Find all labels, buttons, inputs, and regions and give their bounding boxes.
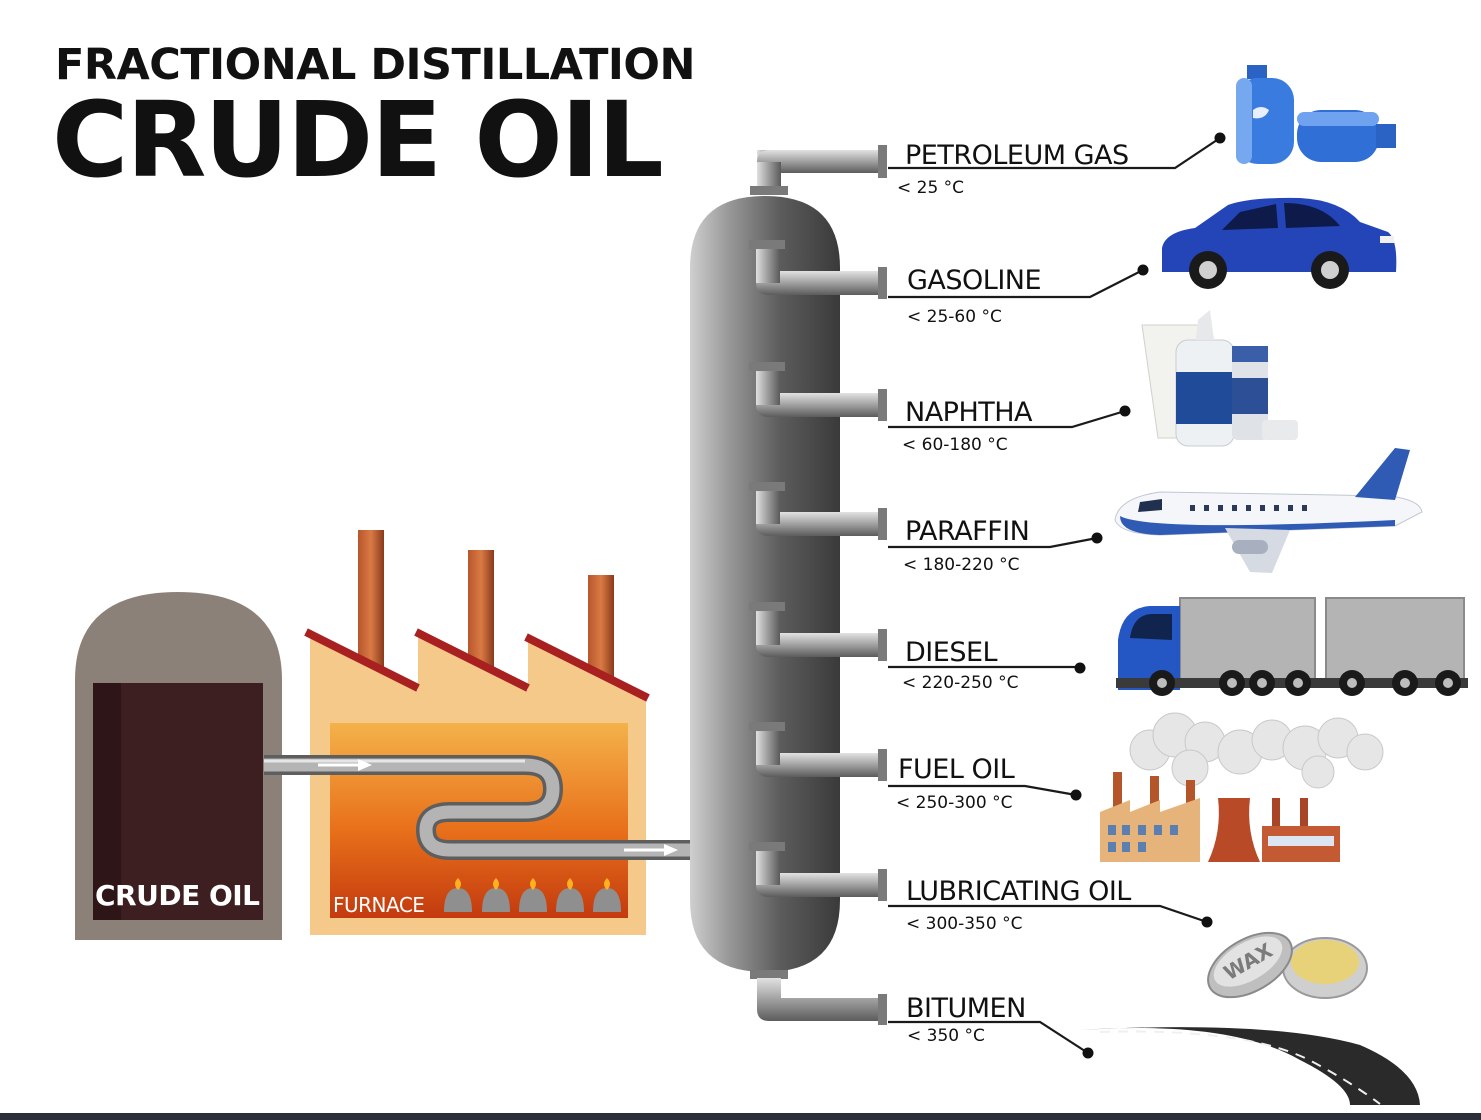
road-icon <box>1080 1027 1420 1105</box>
flow-arrow-2 <box>624 844 678 856</box>
flow-arrow-1 <box>318 759 372 771</box>
leader-line <box>888 269 1144 299</box>
feed-pipe <box>264 755 690 860</box>
product-name: DIESEL <box>905 637 998 668</box>
wax-tin-icon: WAX <box>1207 931 1368 999</box>
leader-line <box>888 904 1208 924</box>
product-temperature: < 250-300 °C <box>896 793 1013 813</box>
product-name: FUEL OIL <box>898 754 1015 785</box>
draw-off-pipe <box>749 362 887 421</box>
bottles-icon <box>1141 310 1298 447</box>
tank-label: CRUDE OIL <box>95 879 260 912</box>
product-temperature: < 25-60 °C <box>907 307 1002 327</box>
leader-dot <box>1070 789 1082 801</box>
product-name: PARAFFIN <box>905 516 1030 547</box>
leader-dot <box>1119 405 1131 417</box>
product-name: GASOLINE <box>907 265 1042 296</box>
leader-dot <box>1091 532 1103 544</box>
burner-row <box>444 878 621 912</box>
title-line-1: FRACTIONAL DISTILLATION <box>55 40 695 90</box>
leader-dot <box>1201 916 1213 928</box>
leader-line <box>888 137 1221 170</box>
title-line-2: CRUDE OIL <box>52 79 664 201</box>
product-temperature: < 25 °C <box>897 178 965 198</box>
product-name: PETROLEUM GAS <box>905 140 1129 171</box>
leader-line <box>888 409 1126 429</box>
leader-line <box>888 784 1077 797</box>
leader-dots <box>1070 132 1226 1059</box>
leader-dot <box>1137 264 1149 276</box>
bottom-bar <box>0 1113 1481 1120</box>
draw-off-pipe <box>749 240 887 299</box>
truck-icon <box>1116 597 1468 696</box>
factory-icon <box>1100 712 1384 862</box>
leader-line <box>888 1020 1089 1054</box>
product-temperature: < 350 °C <box>907 1026 985 1046</box>
chimney-1 <box>358 530 384 680</box>
crude-oil-tank <box>75 592 282 940</box>
leader-line <box>888 536 1098 549</box>
leader-dot <box>1074 662 1086 674</box>
draw-off-pipes <box>749 240 887 901</box>
product-temperature: < 300-350 °C <box>906 914 1023 934</box>
furnace-label: FURNACE <box>333 893 425 917</box>
product-name: LUBRICATING OIL <box>906 876 1131 907</box>
product-name: BITUMEN <box>906 993 1026 1024</box>
product-name: NAPHTHA <box>905 397 1033 428</box>
distillation-tower <box>690 145 887 1025</box>
draw-off-pipe <box>749 482 887 540</box>
leader-dot <box>1214 132 1226 144</box>
leader-dot <box>1082 1047 1094 1059</box>
draw-off-pipe <box>749 722 887 781</box>
draw-off-pipe <box>749 842 887 901</box>
airplane-icon <box>1114 448 1423 573</box>
furnace-building <box>304 530 650 935</box>
gas-cylinder-icon <box>1236 65 1396 164</box>
product-temperature: < 220-250 °C <box>902 673 1019 693</box>
product-temperature: < 180-220 °C <box>903 555 1020 575</box>
car-icon <box>1162 197 1397 289</box>
product-temperature: < 60-180 °C <box>902 435 1008 455</box>
draw-off-pipe <box>749 602 887 661</box>
